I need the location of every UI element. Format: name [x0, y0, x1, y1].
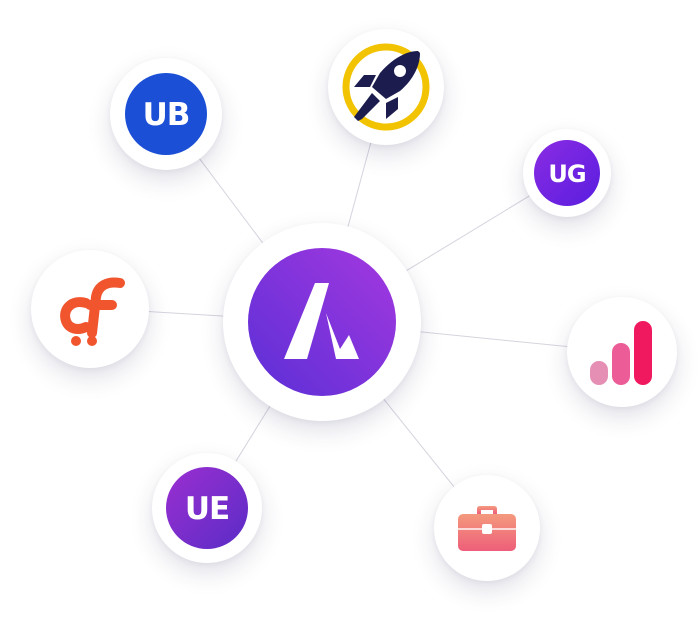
bar-chart-icon [590, 321, 652, 385]
ug-logo-icon: UG [534, 140, 600, 206]
portfolio-node[interactable] [434, 475, 540, 581]
cartflows-logo-icon [60, 277, 125, 346]
ultimate-blocks-node[interactable]: UB [110, 58, 222, 170]
rocket-node[interactable] [328, 29, 444, 145]
ultimate-elementor-node[interactable]: UE [152, 453, 262, 563]
ub-logo-icon: UB [125, 73, 207, 155]
ue-logo-text: UE [185, 491, 229, 527]
ub-logo-text: UB [143, 97, 190, 133]
analytics-node[interactable] [567, 297, 677, 407]
ug-logo-text: UG [548, 160, 585, 188]
hub-node[interactable] [223, 223, 421, 421]
ue-logo-icon: UE [166, 467, 248, 549]
rocket-icon [342, 43, 430, 131]
ultimate-gutenberg-node[interactable]: UG [523, 129, 611, 217]
astra-a-icon [248, 248, 396, 396]
cartflows-node[interactable] [31, 250, 149, 368]
briefcase-icon [458, 506, 516, 551]
